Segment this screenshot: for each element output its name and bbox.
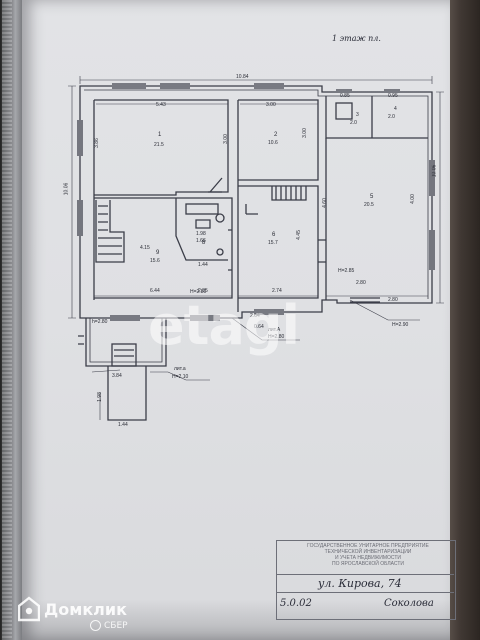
room-9-number: 9 bbox=[156, 250, 160, 256]
inventory-stamp bbox=[276, 540, 456, 620]
dim-room2-top: 3.00 bbox=[266, 102, 276, 108]
brand-logo: Домклик bbox=[18, 596, 127, 622]
dim-room6-height: 4.45 bbox=[295, 230, 302, 240]
house-icon bbox=[18, 596, 40, 622]
room-8-number: 8 bbox=[202, 240, 206, 246]
dim-porch-width: 3.84 bbox=[112, 373, 122, 379]
dim-overall-top: 10.84 bbox=[236, 74, 249, 80]
room-2-number: 2 bbox=[274, 132, 278, 138]
watermark-logo: etagi bbox=[148, 294, 300, 357]
stamp-org-line-1: ГОСУДАРСТВЕННОЕ УНИТАРНОЕ ПРЕДПРИЯТИЕ bbox=[307, 543, 429, 549]
ceiling-lit-a: H=2.80 bbox=[268, 334, 285, 340]
dim-room9: 4.15 bbox=[140, 245, 150, 251]
dim-room1-top: 5.43 bbox=[156, 102, 166, 108]
ceiling-room5: H=2.85 bbox=[338, 268, 355, 274]
stamp-surname: Соколова bbox=[384, 598, 434, 609]
room-6-area: 15.7 bbox=[268, 240, 278, 246]
dim-bottom-left: 6.44 bbox=[150, 288, 160, 294]
dim-room1-right: 3.00 bbox=[222, 134, 229, 144]
dim-step-width: 1.44 bbox=[118, 422, 128, 428]
dim-bottom-mid: 2.74 bbox=[272, 288, 282, 294]
dim-room3-top: 0.85 bbox=[340, 93, 350, 99]
dim-room4-top: 0.95 bbox=[388, 93, 398, 99]
ceiling-mid: H=2.80 bbox=[190, 289, 207, 295]
porch-dim: 0.64 bbox=[254, 324, 264, 330]
stamp-address: ул. Кирова, 74 bbox=[318, 577, 402, 590]
floor-plan-sheet bbox=[22, 0, 450, 640]
ceiling-porch: H=2.10 bbox=[172, 374, 189, 380]
sber-icon bbox=[90, 620, 101, 631]
dim-room8: 1.98 bbox=[196, 231, 206, 237]
ceiling-right: H=2.90 bbox=[392, 322, 409, 328]
brand-name: Домклик bbox=[44, 599, 127, 619]
brand-sub-label: СБЕР bbox=[104, 620, 128, 631]
dim-bottom-right: 2.80 bbox=[356, 280, 366, 286]
background-surface bbox=[448, 0, 480, 640]
brand-sub: СБЕР bbox=[90, 620, 128, 631]
dim-room5-right: 4.00 bbox=[409, 194, 416, 204]
room-4-area: 2.0 bbox=[388, 114, 395, 120]
stamp-org-line-4: ПО ЯРОСЛАВСКОЙ ОБЛАСТИ bbox=[332, 561, 404, 567]
dim-room2-right: 3.00 bbox=[301, 128, 308, 138]
stamp-org-line-3: И УЧЕТА НЕДВИЖИМОСТИ bbox=[334, 555, 402, 561]
stamp-org-line-2: ТЕХНИЧЕСКОЙ ИНВЕНТАРИЗАЦИИ bbox=[324, 549, 412, 555]
room-6-number: 6 bbox=[272, 232, 276, 238]
document-stack-edge bbox=[0, 0, 22, 640]
lit-a1-label: лит.а bbox=[174, 366, 186, 372]
dim-room9-width: 2.35 bbox=[198, 288, 208, 294]
stamp-date: 5.0.02 bbox=[280, 598, 312, 609]
dim-porch-side: 1.98 bbox=[96, 392, 103, 402]
dim-right-overall: 10.06 bbox=[431, 164, 438, 178]
room-5-area: 20.5 bbox=[364, 202, 374, 208]
lit-a-label: лит.А bbox=[268, 327, 281, 333]
floor-title: 1 этаж пл. bbox=[332, 34, 381, 43]
dim-room6-bottom: 2.64 bbox=[250, 313, 260, 319]
room-8-area: 1.44 bbox=[198, 262, 208, 268]
room-1-area: 21.5 bbox=[154, 142, 164, 148]
room-9-area: 15.6 bbox=[150, 258, 160, 264]
room-1-number: 1 bbox=[158, 132, 162, 138]
dim-left-upper: 3.86 bbox=[93, 138, 100, 148]
room-3-number: 3 bbox=[356, 112, 359, 118]
outer-wall bbox=[79, 85, 433, 319]
room-2-area: 10.6 bbox=[268, 140, 278, 146]
room-3-area: 2.0 bbox=[350, 120, 357, 126]
dim-left-overall: 10.06 bbox=[63, 182, 70, 196]
ceiling-left: h=2.80 bbox=[92, 319, 108, 325]
room-5-number: 5 bbox=[370, 194, 374, 200]
room-4-number: 4 bbox=[394, 106, 397, 112]
dim-room5-left: 4.60 bbox=[321, 198, 328, 208]
dim-room5-bottom: 2.80 bbox=[388, 297, 398, 303]
dim-room8-b: 1.66 bbox=[196, 238, 206, 244]
